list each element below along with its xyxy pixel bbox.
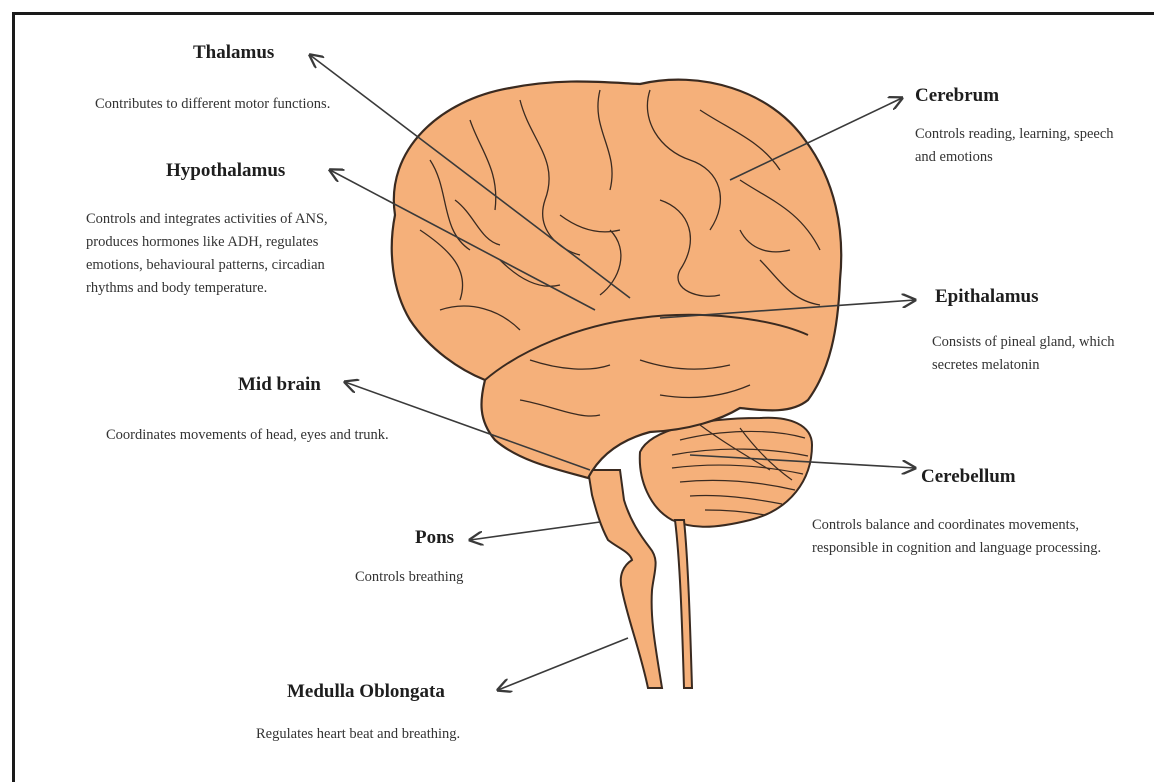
epithalamus-label: Epithalamus xyxy=(935,286,1038,308)
pons-desc: Controls breathing xyxy=(355,566,555,589)
cerebrum-desc: Controls reading, learning, speech and e… xyxy=(915,123,1130,169)
midbrain-desc: Coordinates movements of head, eyes and … xyxy=(106,424,390,447)
spinal-strand xyxy=(675,520,692,688)
thalamus-desc: Contributes to different motor functions… xyxy=(95,93,345,116)
hypothalamus-label: Hypothalamus xyxy=(166,160,285,182)
midbrain-label: Mid brain xyxy=(238,374,321,396)
medulla-desc: Regulates heart beat and breathing. xyxy=(256,723,556,746)
cerebellum-label: Cerebellum xyxy=(921,466,1016,488)
cerebellum-desc: Controls balance and coordinates movemen… xyxy=(812,514,1142,560)
arrow-pons xyxy=(470,522,600,540)
arrow-medulla xyxy=(498,638,628,690)
epithalamus-desc: Consists of pineal gland, which secretes… xyxy=(932,331,1137,377)
pons-label: Pons xyxy=(415,527,454,549)
hypothalamus-desc: Controls and integrates activities of AN… xyxy=(86,208,338,300)
cerebrum-label: Cerebrum xyxy=(915,85,999,107)
thalamus-label: Thalamus xyxy=(193,42,274,64)
medulla-label: Medulla Oblongata xyxy=(287,681,445,703)
brainstem-shape xyxy=(588,470,662,688)
